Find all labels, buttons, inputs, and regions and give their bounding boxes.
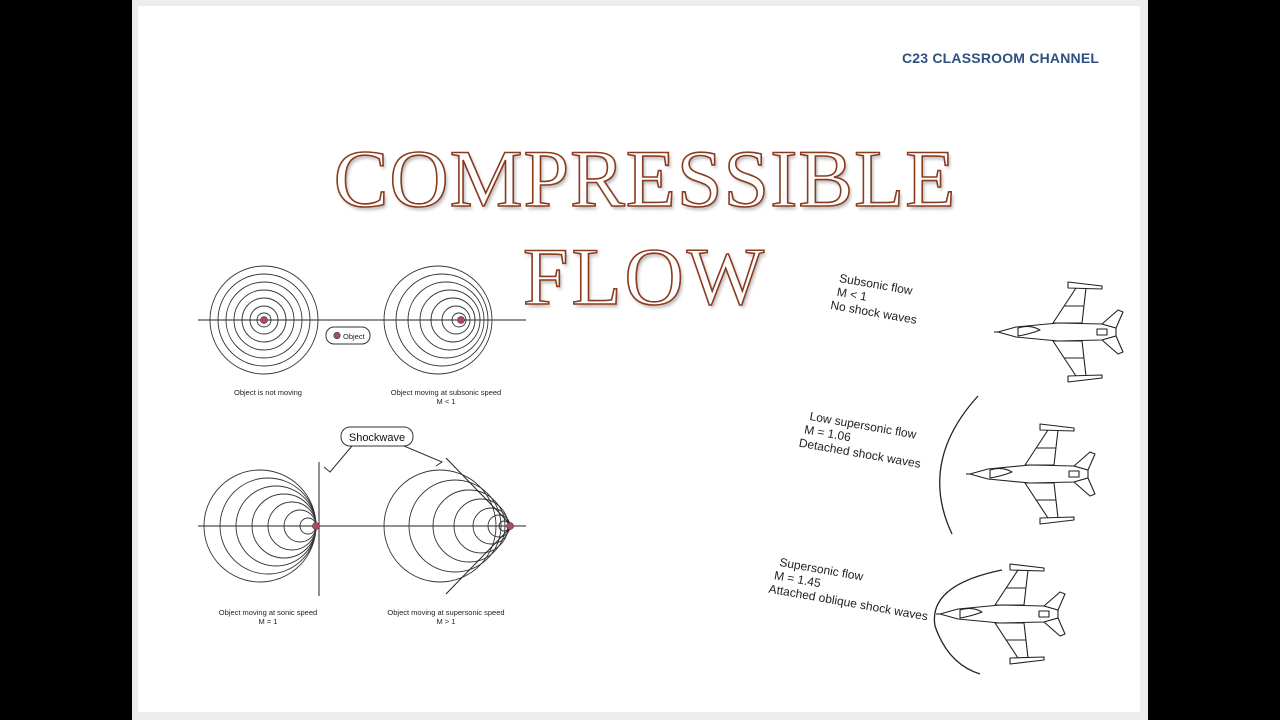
supersonic-wave-circle <box>408 479 502 573</box>
object-dot-subsonic <box>457 316 465 324</box>
jet-nozzle <box>1038 610 1050 618</box>
shockwave-pointer-right <box>403 445 444 467</box>
jet-tail-lower <box>1073 477 1096 497</box>
svg-text:M < 1: M < 1 <box>836 285 869 304</box>
caption-subsonic-line1: Object moving at subsonic speed <box>391 388 501 397</box>
object-dot-supersonic <box>506 522 514 530</box>
jet-wing-tip-upper <box>1067 281 1103 290</box>
slide-page <box>138 6 1140 712</box>
wave-diagrams <box>198 265 526 596</box>
jet-nozzle <box>1096 328 1108 336</box>
stationary-wave-circle <box>225 281 303 359</box>
shockwave-label: Shockwave <box>349 432 405 444</box>
subsonic-wave-circle <box>395 273 489 367</box>
jet-nozzle <box>1068 470 1080 478</box>
fighter-jet-icon <box>936 563 1066 665</box>
aircraft-label-subsonic: Subsonic flow M < 1 No shock waves <box>829 271 917 327</box>
jet-cockpit <box>989 467 1013 479</box>
jet-wing-tip-upper <box>1039 423 1075 432</box>
object-legend-label: Object <box>343 332 366 341</box>
stationary-wave-circle <box>217 273 311 367</box>
caption-sonic-line1: Object moving at sonic speed <box>219 608 317 617</box>
channel-name: C23 CLASSROOM CHANNEL <box>902 50 1100 66</box>
fighter-jet-icon <box>994 281 1124 383</box>
stationary-wave-circle <box>209 265 319 375</box>
subsonic-wave-circle <box>441 305 471 335</box>
subsonic-wave-circle <box>419 289 481 351</box>
jet-tail-upper <box>1101 309 1124 329</box>
svg-text:No shock waves: No shock waves <box>829 298 917 327</box>
fighter-jet-icon <box>966 423 1096 525</box>
shockwave-pointer-left <box>323 445 353 473</box>
jet-tail-upper <box>1043 591 1066 611</box>
svg-text:Detached shock waves: Detached shock waves <box>798 436 922 471</box>
supersonic-wave-circle <box>432 489 506 563</box>
attached-oblique-shock-wave <box>933 569 1003 675</box>
subsonic-wave-circle <box>383 265 493 375</box>
mach-cone-upper <box>445 457 513 527</box>
jet-wing-tip-upper <box>1009 563 1045 572</box>
jet-wing-tip-lower <box>1067 374 1103 383</box>
mach-cone-lower <box>445 525 513 595</box>
caption-sonic-line2: M = 1 <box>259 617 278 626</box>
title-line-1: COMPRESSIBLE <box>333 133 957 224</box>
jet-wing-tip-lower <box>1009 656 1045 665</box>
jet-tail-lower <box>1043 617 1066 637</box>
subsonic-wave-circle <box>430 297 476 343</box>
aircraft-group <box>936 281 1124 665</box>
stationary-wave-circle <box>233 289 295 351</box>
object-dot-sonic <box>312 522 320 530</box>
shockwave-callout: Shockwave <box>323 426 444 473</box>
jet-tail-lower <box>1101 335 1124 355</box>
svg-text:Attached oblique shock waves: Attached oblique shock waves <box>768 582 929 624</box>
aircraft-label-supersonic: Supersonic flow M = 1.45 Attached obliqu… <box>768 555 929 624</box>
jet-cockpit <box>959 607 983 619</box>
caption-supersonic-line1: Object moving at supersonic speed <box>387 608 504 617</box>
stationary-wave-circle <box>256 312 272 328</box>
title-line-2: FLOW <box>522 231 768 322</box>
caption-not-moving: Object is not moving <box>234 388 302 397</box>
jet-cockpit <box>1017 325 1041 337</box>
supersonic-wave-circle <box>383 469 497 583</box>
subsonic-wave-circle <box>407 281 485 359</box>
object-dot-icon <box>333 331 341 339</box>
jet-tail-upper <box>1073 451 1096 471</box>
aircraft-label-low-supersonic: Low supersonic flow M = 1.06 Detached sh… <box>798 409 922 471</box>
jet-wing-tip-lower <box>1039 516 1075 525</box>
caption-subsonic-line2: M < 1 <box>437 397 456 406</box>
stationary-wave-circle <box>249 305 279 335</box>
stationary-wave-circle <box>241 297 287 343</box>
subsonic-wave-circle <box>451 312 467 328</box>
object-dot-stationary <box>260 316 268 324</box>
caption-supersonic-line2: M > 1 <box>437 617 456 626</box>
detached-shock-wave <box>939 395 979 535</box>
object-legend: Object <box>325 326 371 345</box>
